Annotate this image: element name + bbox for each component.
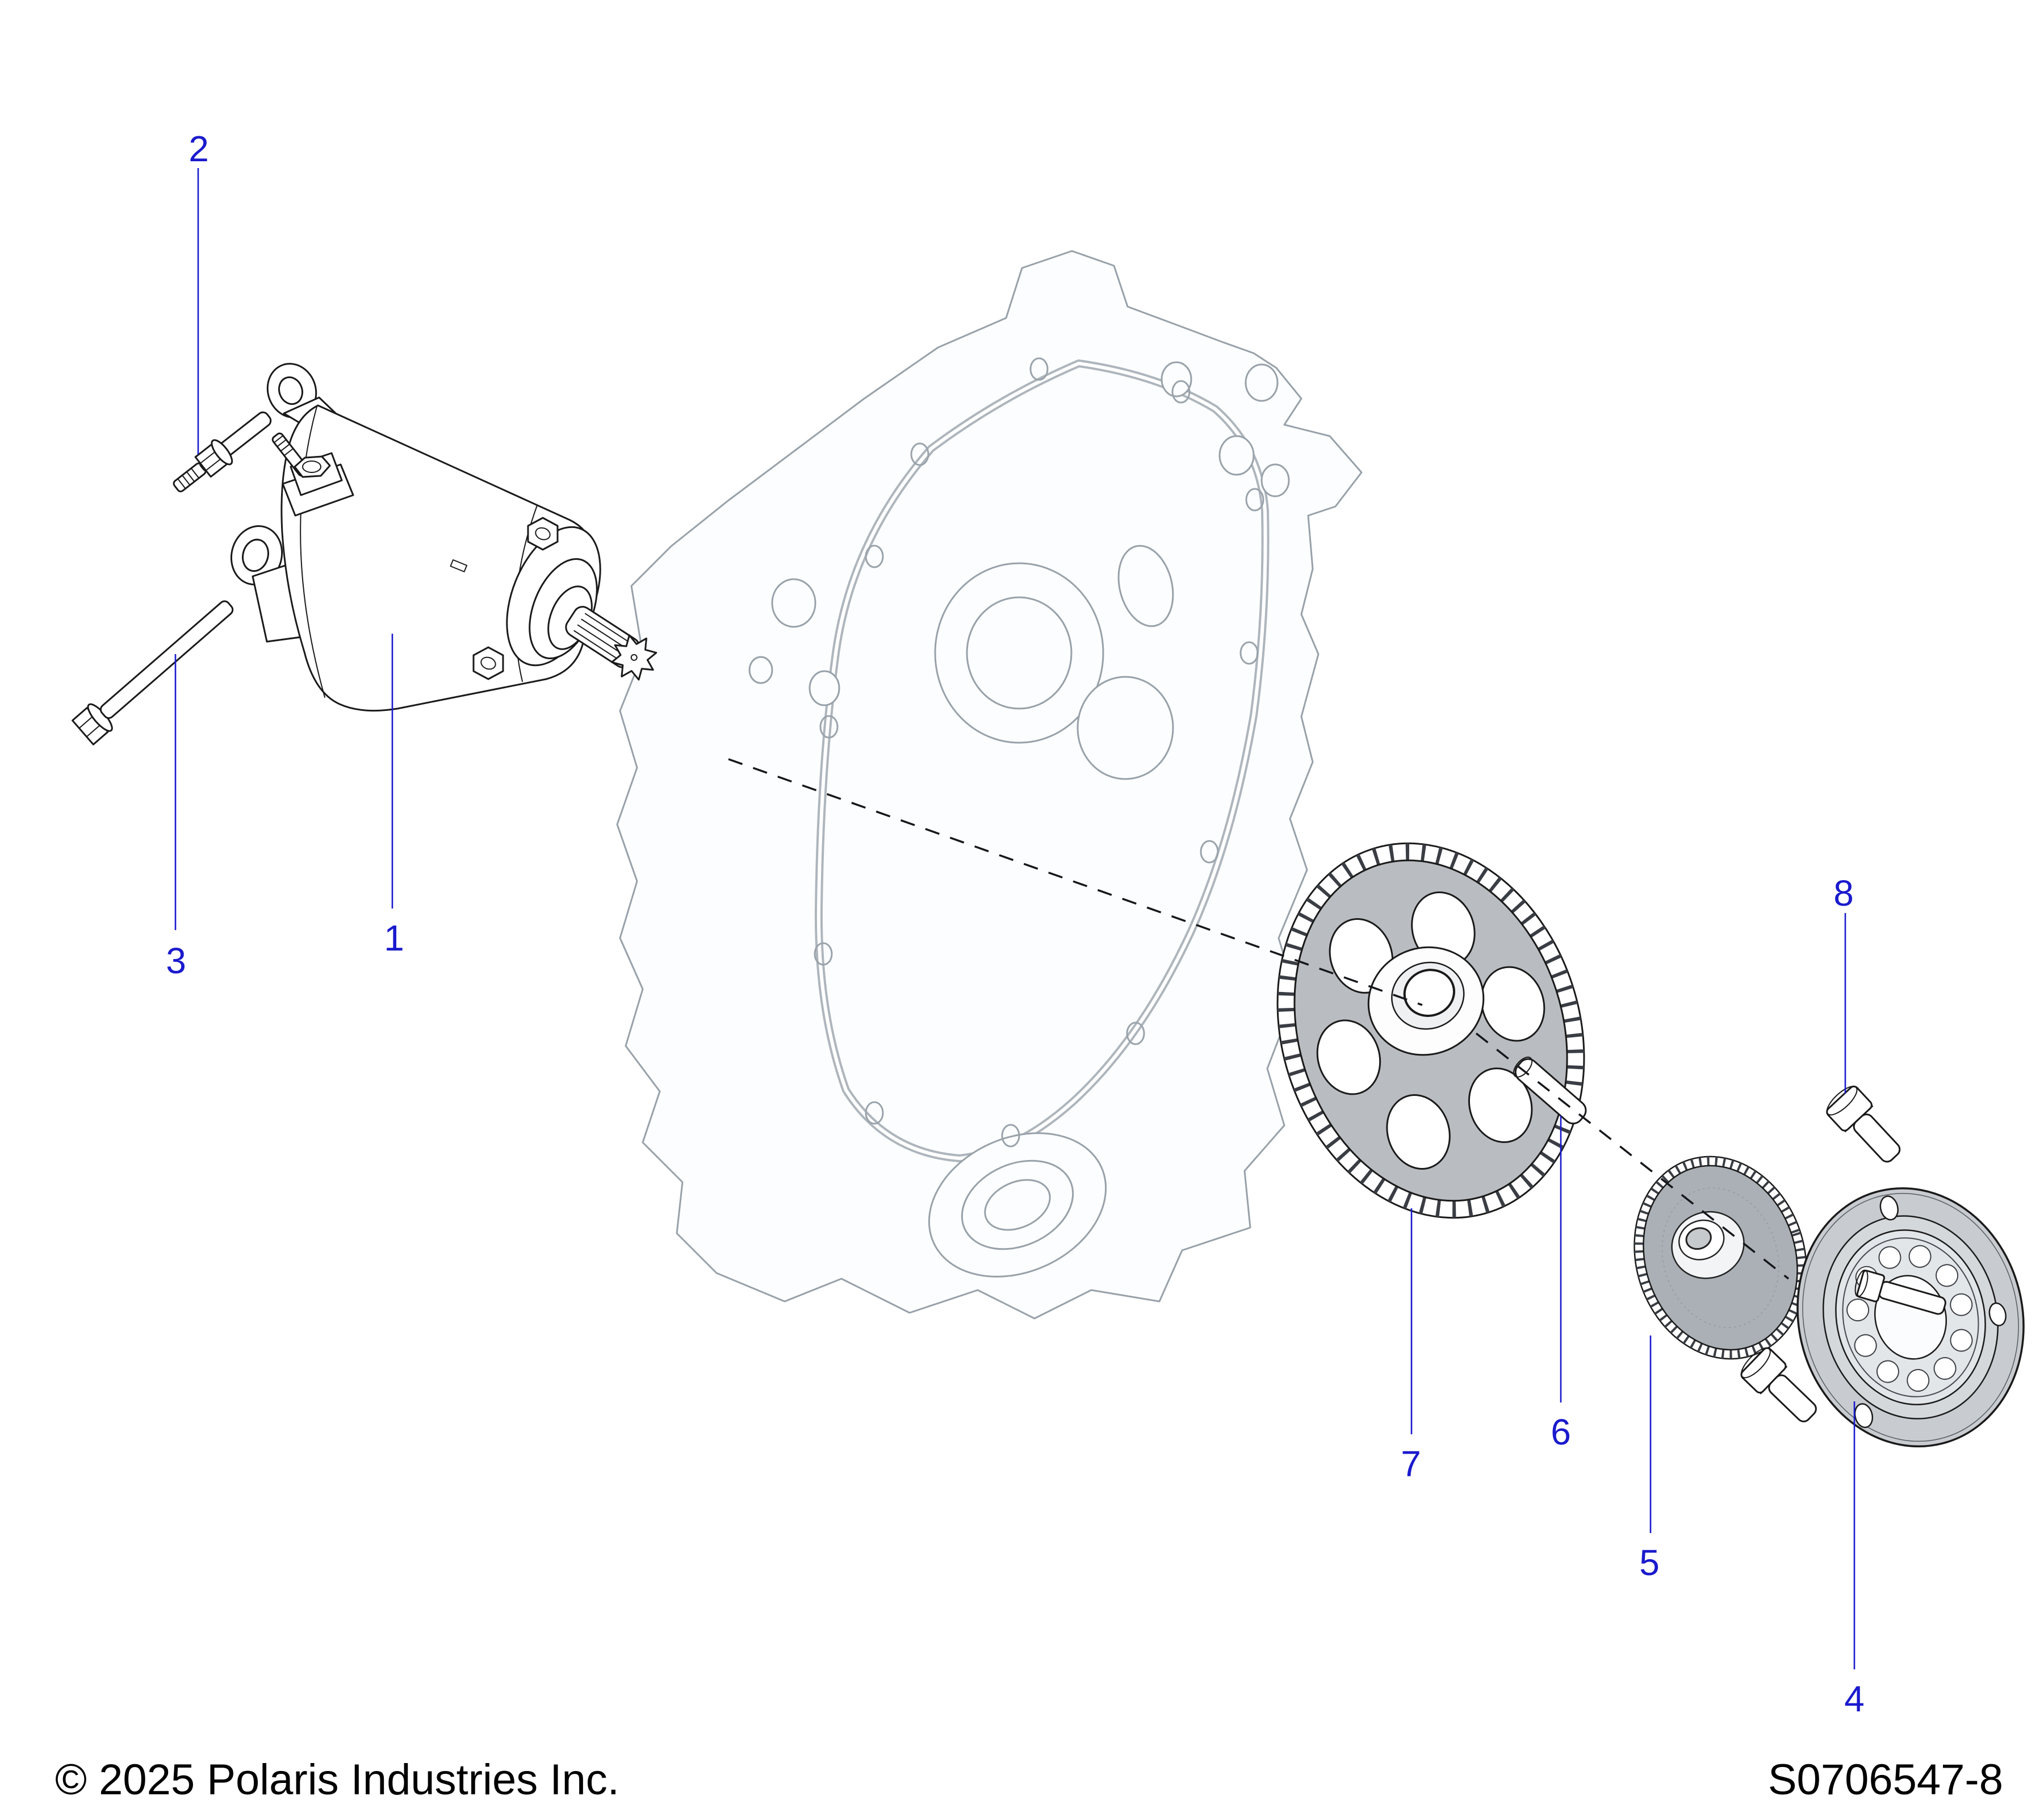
case-hole [748, 656, 773, 684]
clutch-gear-illustration [1633, 1155, 1807, 1360]
crankcase-illustration [616, 250, 1363, 1320]
clutch-cover-illustration [1796, 1187, 2025, 1448]
ear-hole [1161, 361, 1192, 397]
callout-2: 2 [189, 128, 209, 169]
callout-numbers: 1 2 3 4 5 6 7 8 [166, 128, 1865, 1719]
starter-motor-illustration [230, 363, 657, 712]
case-hole [771, 578, 816, 628]
callout-5: 5 [1639, 1542, 1660, 1583]
crankcase-bore-upper-inner [966, 596, 1073, 710]
crankcase-silhouette [616, 250, 1363, 1320]
pin-illustration [1513, 1056, 1587, 1125]
copyright-text: © 2025 Polaris Industries Inc. [55, 1756, 619, 1804]
ear-hole [1245, 363, 1279, 402]
motor-terminal [271, 432, 354, 517]
gasket-bolt-holes [814, 357, 1264, 1148]
screw-part-8a [1826, 1085, 1901, 1163]
bolt-part-2 [173, 411, 272, 492]
motor-rear-cap-line [300, 406, 325, 698]
callout-8: 8 [1833, 873, 1854, 914]
crankcase-bore-mid [1077, 676, 1174, 780]
callout-7: 7 [1401, 1443, 1421, 1484]
motor-endbell-bolt-top [527, 517, 559, 551]
callout-leaders [174, 168, 1855, 1669]
crankcase-bore-lower [928, 1132, 1107, 1278]
motor-shaft [565, 606, 657, 681]
callout-6: 6 [1551, 1412, 1571, 1452]
callout-3: 3 [166, 940, 186, 981]
shaft-spline-end [611, 634, 657, 681]
bolt-through-bearing [1854, 1269, 1946, 1315]
ear-hole [1218, 435, 1255, 476]
ear-hole [1260, 463, 1290, 497]
motor-endbell-bolt-bottom [472, 646, 504, 680]
gear-hub [1367, 946, 1485, 1056]
case-hole [809, 670, 840, 706]
bolt-part-3 [72, 600, 234, 746]
gasket-line-inner [816, 362, 1267, 1160]
callout-4: 4 [1844, 1678, 1865, 1719]
screw-part-8b [1740, 1347, 1817, 1422]
motor-slot [450, 559, 468, 572]
assembly-axis-dashed-line [728, 758, 1790, 1280]
callout-1: 1 [384, 918, 404, 958]
idler-gear-illustration [1276, 842, 1585, 1219]
crankcase-slot-right [1117, 545, 1174, 627]
gear-teeth-ring [1278, 843, 1584, 1218]
drawing-number: S0706547-8 [1768, 1756, 2003, 1804]
cover-flange-holes [1854, 1195, 2007, 1429]
